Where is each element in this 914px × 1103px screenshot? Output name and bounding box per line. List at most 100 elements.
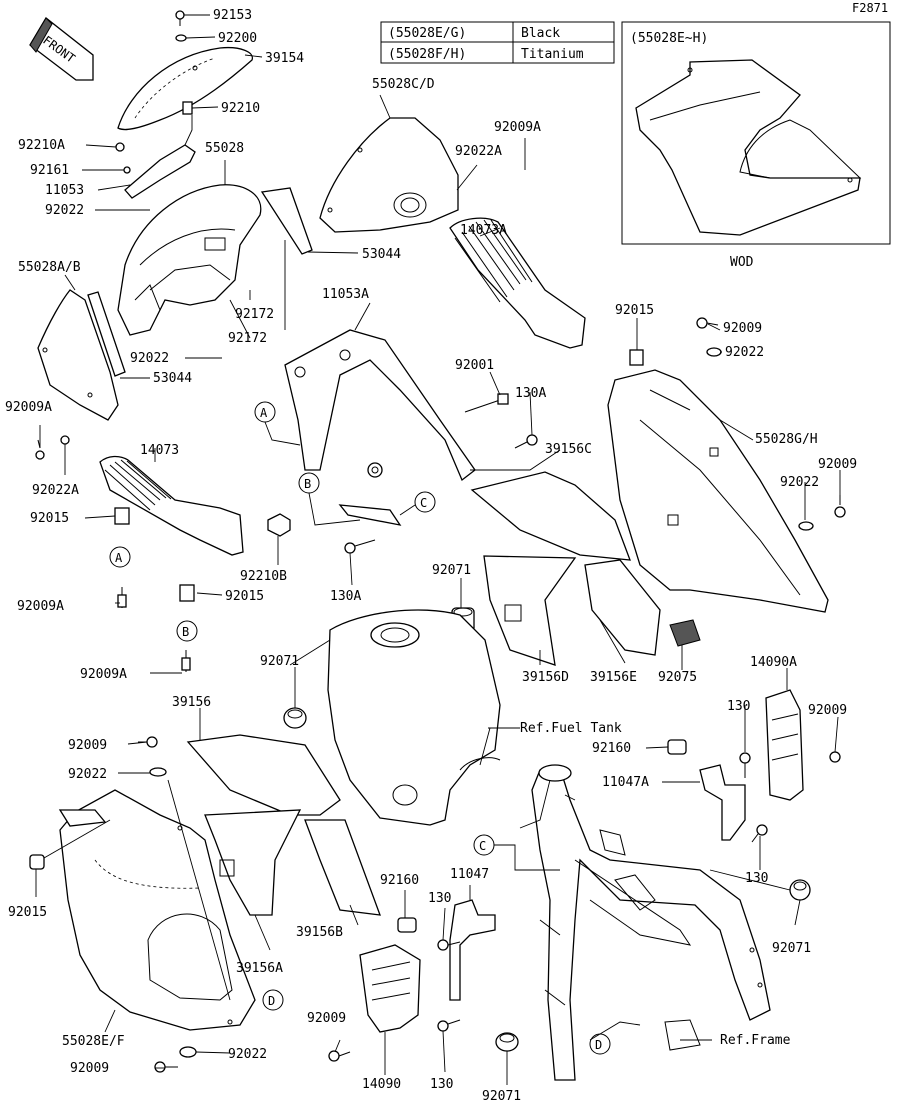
meter-cover bbox=[319, 117, 459, 233]
inner-panel-39156C bbox=[470, 471, 631, 561]
color-name-1: Titanium bbox=[521, 47, 584, 62]
side-panel-55028AB bbox=[37, 289, 119, 421]
grommet-92071-d bbox=[495, 1032, 519, 1052]
part-label: 11053 bbox=[45, 183, 84, 198]
callout-A-1: A bbox=[254, 401, 276, 423]
part-label: 92071 bbox=[772, 941, 811, 956]
color-table: (55028E/G) Black (55028F/H) Titanium bbox=[380, 21, 615, 64]
bolt-130A-upper bbox=[514, 434, 538, 449]
bracket-11047 bbox=[449, 899, 496, 1001]
screw-92009-left bbox=[138, 736, 158, 748]
part-label: 130 bbox=[430, 1077, 453, 1092]
collar-92015-left-2 bbox=[179, 584, 195, 602]
upper-cowl-inner bbox=[117, 184, 262, 336]
part-label: 39154 bbox=[265, 51, 304, 66]
part-label: 92022 bbox=[45, 203, 84, 218]
bracket-11053 bbox=[124, 144, 196, 199]
part-label: 55028 bbox=[205, 141, 244, 156]
bracket-11047A bbox=[699, 764, 746, 841]
part-label: 130 bbox=[727, 699, 750, 714]
collar-92210 bbox=[182, 101, 193, 115]
part-label: 92022A bbox=[32, 483, 79, 498]
part-label: 92160 bbox=[592, 741, 631, 756]
bolt-130A-lower bbox=[344, 539, 376, 554]
part-label: 92015 bbox=[8, 905, 47, 920]
bolt-130-c bbox=[437, 939, 461, 951]
part-label: 53044 bbox=[362, 247, 401, 262]
part-label: 92009 bbox=[818, 457, 857, 472]
cover-14090A bbox=[765, 689, 804, 801]
screw-92153 bbox=[175, 10, 185, 26]
grommet-92071-b bbox=[283, 707, 307, 729]
ref-fuel-tank-label: Ref.Fuel Tank bbox=[520, 721, 622, 736]
ref-frame-label: Ref.Frame bbox=[720, 1033, 791, 1048]
collar-92015-left bbox=[114, 507, 130, 525]
part-label: 92022 bbox=[780, 475, 819, 490]
part-label: 92022 bbox=[228, 1047, 267, 1062]
part-label: 39156E bbox=[590, 670, 637, 685]
nut-92160-a bbox=[667, 739, 687, 755]
part-label: 14073 bbox=[140, 443, 179, 458]
part-label: 92071 bbox=[260, 654, 299, 669]
part-label: 92210B bbox=[240, 569, 287, 584]
color-name-0: Black bbox=[521, 26, 560, 41]
part-label: 92153 bbox=[213, 8, 252, 23]
inset-title: (55028E~H) bbox=[630, 31, 708, 46]
color-code-1: (55028F/H) bbox=[388, 47, 466, 62]
bolt-92001 bbox=[464, 393, 509, 413]
svg-text:C: C bbox=[479, 839, 486, 853]
part-label: 92009A bbox=[80, 667, 127, 682]
cover-14090 bbox=[359, 944, 421, 1033]
part-label: 39156C bbox=[545, 442, 592, 457]
inner-panel-39156E bbox=[584, 559, 661, 656]
part-label: 92022A bbox=[455, 144, 502, 159]
svg-text:D: D bbox=[595, 1038, 602, 1052]
part-label: 92161 bbox=[30, 163, 69, 178]
inner-panel-39156A bbox=[204, 809, 302, 916]
collar-92015-left-3 bbox=[29, 854, 45, 870]
clip-92161 bbox=[123, 166, 131, 174]
part-label: 92200 bbox=[218, 31, 257, 46]
svg-text:D: D bbox=[268, 994, 275, 1008]
part-label: 92009 bbox=[307, 1011, 346, 1026]
inner-panel-39156 bbox=[186, 734, 341, 816]
leader-lines bbox=[35, 14, 841, 1085]
part-label: 92022 bbox=[130, 351, 169, 366]
part-label: 92009 bbox=[808, 703, 847, 718]
part-label: 130 bbox=[745, 871, 768, 886]
part-label: 92172 bbox=[228, 331, 267, 346]
lower-cowl-tab bbox=[58, 809, 107, 827]
washer-92022-left bbox=[149, 767, 167, 777]
collar-92015-right bbox=[629, 349, 644, 366]
svg-text:B: B bbox=[304, 477, 311, 491]
air-duct-14073A bbox=[449, 217, 586, 349]
part-label: 55028E/F bbox=[62, 1034, 125, 1049]
part-label: 130A bbox=[330, 589, 361, 604]
part-label: 92009 bbox=[68, 738, 107, 753]
part-label: 55028G/H bbox=[755, 432, 818, 447]
nut-92160-b bbox=[397, 917, 417, 933]
part-label: 11053A bbox=[322, 287, 369, 302]
part-label: 92015 bbox=[615, 303, 654, 318]
frame-ref bbox=[531, 764, 771, 1081]
part-label: 92022 bbox=[68, 767, 107, 782]
part-label: 130 bbox=[428, 891, 451, 906]
callout-D-1: D bbox=[262, 989, 284, 1011]
air-duct-14073 bbox=[99, 455, 244, 556]
callout-C-1: C bbox=[414, 491, 436, 513]
part-label: 55028C/D bbox=[372, 77, 435, 92]
part-label: 130A bbox=[515, 386, 546, 401]
nut-92210A bbox=[115, 142, 125, 152]
part-label: 92210 bbox=[221, 101, 260, 116]
part-label: 92071 bbox=[432, 563, 471, 578]
inset-cowl-shape bbox=[635, 59, 861, 236]
fuel-tank-ref bbox=[327, 609, 501, 826]
svg-text:B: B bbox=[182, 625, 189, 639]
middle-cowl-55028GH bbox=[607, 369, 829, 613]
part-label: 14073A bbox=[460, 223, 507, 238]
inset-caption: WOD bbox=[730, 255, 754, 270]
pad-92075 bbox=[669, 619, 701, 647]
part-label: 92009 bbox=[70, 1061, 109, 1076]
svg-text:A: A bbox=[260, 406, 268, 420]
